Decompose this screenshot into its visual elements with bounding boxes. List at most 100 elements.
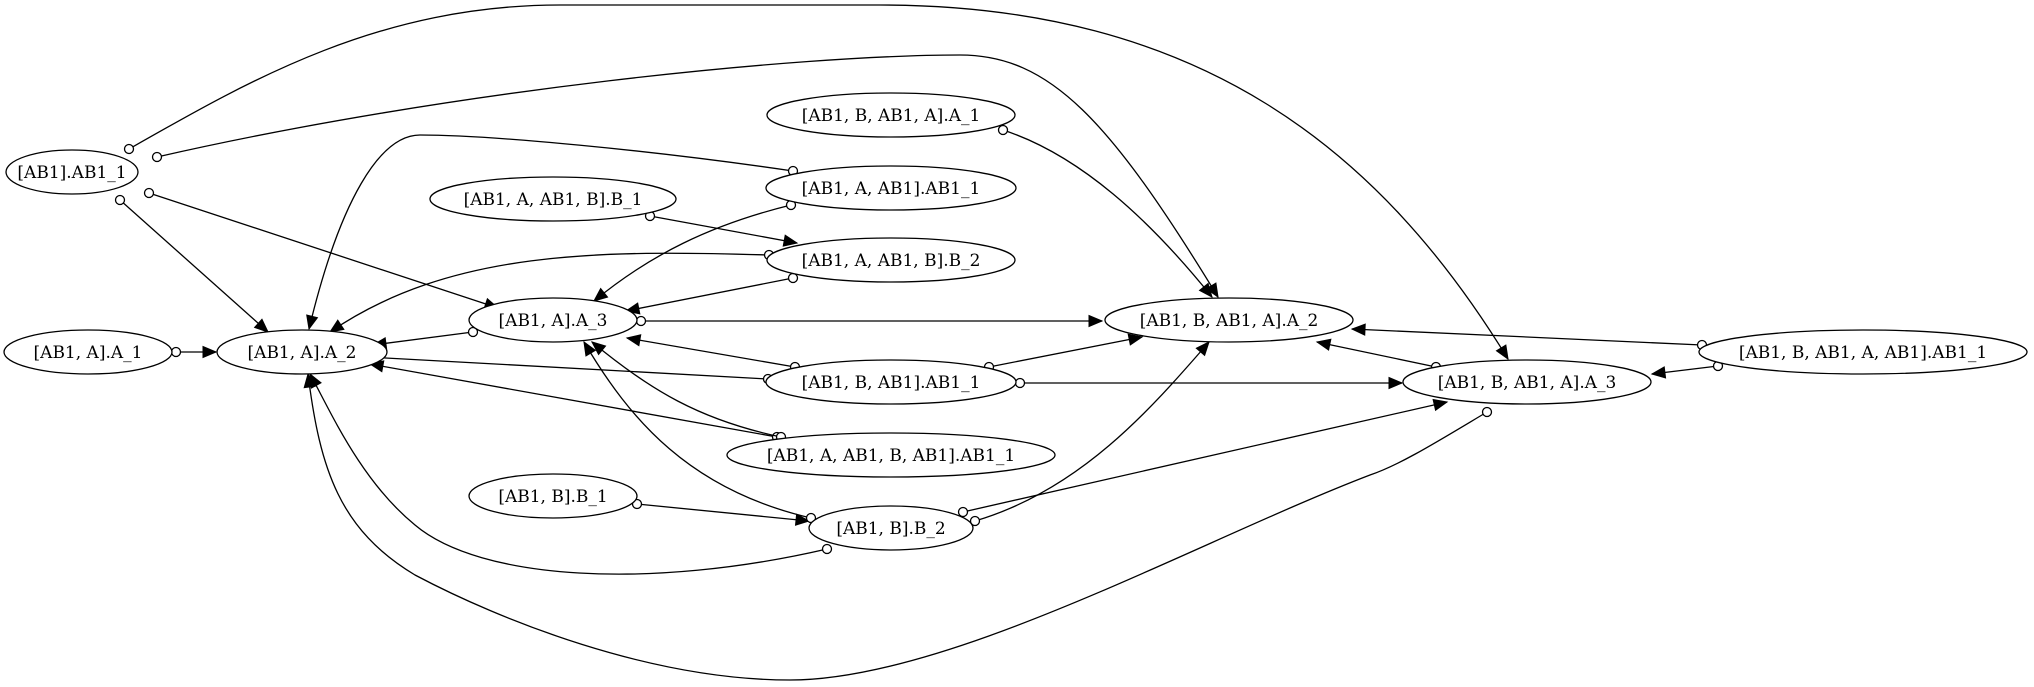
edge-ab1_ab1_1-to-ab1_b_ab1_a_a_3 <box>123 4 1509 361</box>
edge-line <box>148 192 499 309</box>
edge-arrowhead <box>591 341 607 356</box>
node-label: [AB1, B].B_2 <box>836 519 945 539</box>
node-label: [AB1, A].A_3 <box>499 311 608 331</box>
edge-ab1_b_ab1_ab1_1-to-ab1_b_ab1_a_a_3 <box>1014 376 1404 390</box>
edge-tail-dot <box>1014 377 1026 389</box>
edge-ab1_b_b_2-to-ab1_b_ab1_a_a_3 <box>957 398 1449 518</box>
node-ellipse <box>766 92 1016 138</box>
node-ellipse <box>1402 359 1652 405</box>
node-ellipse <box>726 432 1056 478</box>
node-ab1-a-ab1-b-b-2[interactable]: [AB1, A, AB1, B].B_2 <box>766 237 1016 283</box>
edge-tail-dot <box>1481 406 1493 418</box>
node-ab1-a-a-3[interactable]: [AB1, A].A_3 <box>468 297 638 343</box>
edge-tail-dot <box>821 543 833 555</box>
edge-arrowhead <box>1088 314 1104 328</box>
edge-tail-dot <box>969 515 981 527</box>
node-ab1-b-ab1-a-a-3[interactable]: [AB1, B, AB1, A].A_3 <box>1402 359 1652 405</box>
edge-line <box>649 215 798 244</box>
node-ellipse <box>765 359 1017 405</box>
edge-arrowhead <box>782 234 799 247</box>
edge-line <box>636 503 810 522</box>
edge-arrowhead <box>1205 282 1219 299</box>
edge-arrowhead <box>794 513 811 526</box>
node-ellipse <box>3 329 173 375</box>
node-ab1-b-ab1-a-a-2[interactable]: [AB1, B, AB1, A].A_2 <box>1104 297 1354 343</box>
edge-tail-dot <box>170 346 182 358</box>
edge-ab1_ab1_1-to-ab1_a_a_2 <box>114 194 269 333</box>
edge-tail-dot <box>114 194 126 206</box>
node-label: [AB1].AB1_1 <box>17 163 126 183</box>
node-ab1-a-a-1[interactable]: [AB1, A].A_1 <box>3 329 173 375</box>
node-ellipse <box>216 329 388 375</box>
node-ab1-a-ab1-b-ab1-ab1-1[interactable]: [AB1, A, AB1, B, AB1].AB1_1 <box>726 432 1056 478</box>
node-ellipse <box>468 297 638 343</box>
node-label: [AB1, A, AB1, B].B_1 <box>464 190 643 210</box>
edge-ab1_b_ab1_a_a_3-to-ab1_a_a_2 <box>303 372 1493 681</box>
edge-ab1_a_ab1_b_b_1-to-ab1_a_ab1_b_b_2 <box>644 210 799 247</box>
edge-ab1_a_a_3-to-ab1_b_ab1_a_a_2 <box>635 314 1104 328</box>
edge-ab1_b_ab1_a_ab1_ab1_1-to-ab1_b_ab1_a_a_3 <box>1650 360 1724 379</box>
node-label: [AB1, B, AB1, A].A_3 <box>1438 373 1617 393</box>
edge-ab1_b_ab1_a_ab1_ab1_1-to-ab1_b_ab1_a_a_2 <box>1350 323 1708 351</box>
edge-line <box>1002 129 1213 298</box>
node-label: [AB1, B, AB1, A].A_2 <box>1140 311 1319 331</box>
edge-line <box>307 373 1488 681</box>
node-ab1-b-ab1-a-ab1-ab1-1[interactable]: [AB1, B, AB1, A, AB1].AB1_1 <box>1698 329 2028 375</box>
node-ellipse <box>765 165 1017 211</box>
edge-line <box>367 356 769 380</box>
edge-ab1_b_ab1_ab1_1-to-ab1_b_ab1_a_a_2 <box>983 333 1144 373</box>
node-ellipse <box>766 237 1016 283</box>
node-ellipse <box>1104 297 1354 343</box>
edge-tail-dot <box>635 315 647 327</box>
edge-ab1_b_ab1_a_a_3-to-ab1_b_ab1_a_a_2 <box>1315 338 1442 373</box>
node-label: [AB1, B].B_1 <box>498 487 607 507</box>
edge-line <box>156 54 1219 298</box>
edge-arrowhead <box>202 345 218 359</box>
edge-line <box>591 341 782 438</box>
edge-ab1_a_a_3-to-ab1_a_a_2 <box>371 326 479 350</box>
edge-tail-dot <box>787 272 799 284</box>
node-label: [AB1, A, AB1, B].B_2 <box>802 251 981 271</box>
node-label: [AB1, B, AB1].AB1_1 <box>802 373 981 393</box>
edge-ab1_b_b_1-to-ab1_b_b_2 <box>631 498 811 526</box>
node-label: [AB1, B, AB1, A, AB1].AB1_1 <box>1739 343 1987 363</box>
node-ellipse <box>5 149 139 195</box>
node-ellipse <box>429 176 677 222</box>
edge-line <box>372 331 474 346</box>
edge-arrowhead <box>253 318 269 333</box>
node-ab1-a-ab1-b-b-1[interactable]: [AB1, A, AB1, B].B_1 <box>429 176 677 222</box>
edge-ab1_a_ab1_ab1_1-to-ab1_a_a_2 <box>306 134 799 331</box>
edge-line <box>583 341 812 519</box>
edge-arrowhead <box>1495 344 1509 361</box>
edge-arrowhead <box>1350 323 1366 336</box>
node-ab1-b-b-2[interactable]: [AB1, B].B_2 <box>808 505 974 551</box>
node-ab1-b-ab1-ab1-1[interactable]: [AB1, B, AB1].AB1_1 <box>765 359 1017 405</box>
edge-arrowhead <box>625 334 642 347</box>
edge-arrowhead <box>1388 376 1404 390</box>
edge-line <box>988 336 1143 368</box>
node-ellipse <box>808 505 974 551</box>
edge-arrowhead <box>303 372 316 389</box>
node-ab1-ab1-1[interactable]: [AB1].AB1_1 <box>5 149 139 195</box>
edge-line <box>128 4 1509 360</box>
edge-arrowhead <box>1195 341 1210 357</box>
edge-tail-dot <box>151 151 163 163</box>
edge-tail-dot <box>123 143 135 155</box>
edge-arrowhead <box>328 319 345 333</box>
node-ab1-a-ab1-ab1-1[interactable]: [AB1, A, AB1].AB1_1 <box>765 165 1017 211</box>
node-ellipse <box>1698 329 2028 375</box>
node-ab1-b-b-1[interactable]: [AB1, B].B_1 <box>468 473 638 519</box>
node-ab1-a-a-2[interactable]: [AB1, A].A_2 <box>216 329 388 375</box>
edge-arrowhead <box>306 314 319 331</box>
edge-arrowhead <box>583 340 597 357</box>
edge-tail-dot <box>997 124 1009 136</box>
node-ab1-b-ab1-a-a-1[interactable]: [AB1, B, AB1, A].A_1 <box>766 92 1016 138</box>
edge-line <box>593 204 792 302</box>
edge-line <box>626 337 796 368</box>
edge-line <box>962 401 1448 513</box>
edge-ab1_b_ab1_a_a_1-to-ab1_b_ab1_a_a_2 <box>997 124 1213 298</box>
edge-ab1_ab1_1-to-ab1_b_ab1_a_a_2 <box>151 54 1219 299</box>
edge-arrowhead <box>1198 282 1213 298</box>
edge-ab1_b_ab1_ab1_1-to-ab1_a_a_3 <box>625 334 801 373</box>
edge-ab1_a_a_1-to-ab1_a_a_2 <box>170 345 218 359</box>
